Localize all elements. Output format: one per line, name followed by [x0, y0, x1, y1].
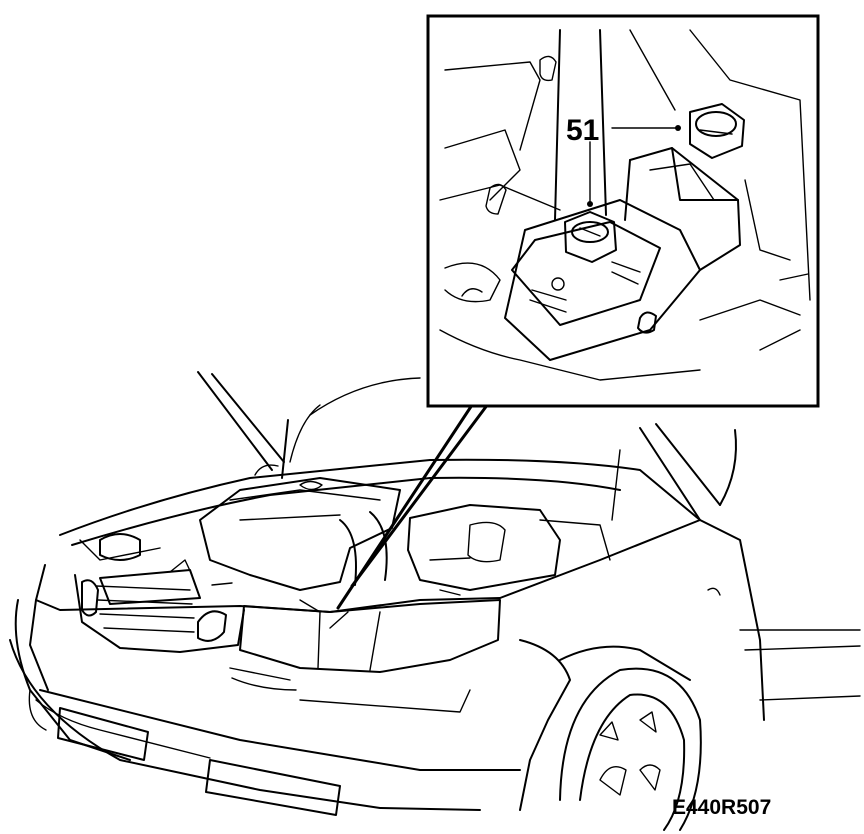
open-hood: [197, 371, 737, 521]
fender: [499, 519, 861, 811]
figure-code: E440R507: [672, 796, 771, 819]
mount-nut-center: [564, 211, 617, 263]
fog-light-left: [57, 707, 149, 761]
engine-mount-bracket: [504, 147, 741, 361]
callout-label: 51: [566, 114, 599, 147]
inset-contents: [439, 29, 811, 381]
detail-inset: 51: [426, 14, 820, 408]
inset-frame: [426, 14, 820, 408]
headlight: [239, 599, 501, 673]
fog-light-right: [205, 759, 341, 816]
mount-bolt-upper: [689, 103, 745, 159]
grille: [74, 574, 245, 653]
front-fascia: [9, 564, 521, 816]
engine-bay: [59, 458, 701, 613]
front-wheel: [559, 667, 702, 831]
car-illustration: [9, 371, 861, 831]
callout-leader: [329, 400, 490, 629]
